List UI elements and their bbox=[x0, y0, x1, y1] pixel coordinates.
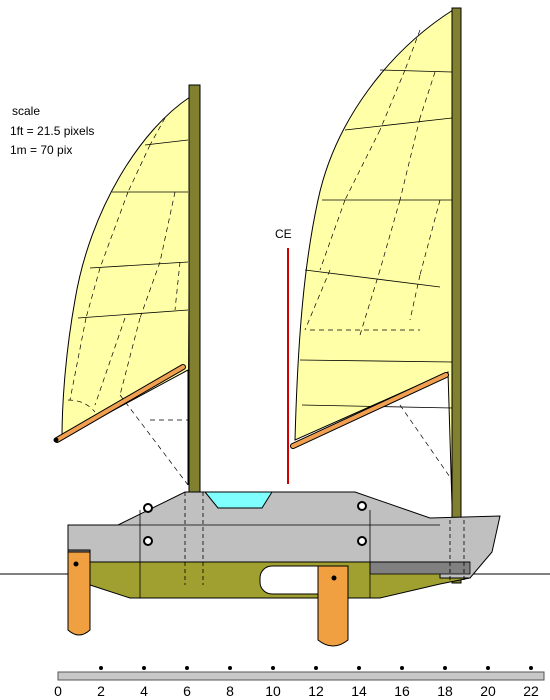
main-mast bbox=[451, 7, 462, 584]
ruler-label-10: 10 bbox=[265, 683, 281, 699]
ruler-label-20: 20 bbox=[480, 683, 496, 699]
hull-band bbox=[369, 561, 471, 575]
ruler-dot-4 bbox=[142, 666, 146, 670]
ruler-dot-12 bbox=[314, 666, 318, 670]
ruler-label-2: 2 bbox=[97, 683, 105, 699]
ruler-dot-2 bbox=[99, 666, 103, 670]
ce-label: CE bbox=[275, 227, 292, 241]
ruler-dot-18 bbox=[443, 666, 447, 670]
ruler-label-16: 16 bbox=[394, 683, 410, 699]
ruler-label-14: 14 bbox=[351, 683, 367, 699]
ruler-dot-14 bbox=[357, 666, 361, 670]
centerboard bbox=[317, 565, 349, 647]
fore-sail-battens bbox=[77, 139, 189, 319]
ruler-dot-6 bbox=[185, 666, 189, 670]
fore-sail-seams bbox=[67, 117, 189, 486]
scale-heading: scale bbox=[12, 104, 41, 118]
ruler-label-0: 0 bbox=[54, 683, 62, 699]
scale-imperial: 1ft = 21.5 pixels bbox=[10, 124, 95, 138]
ruler-dot-22 bbox=[529, 666, 533, 670]
ruler-label-4: 4 bbox=[140, 683, 148, 699]
ruler-dot-20 bbox=[486, 666, 490, 670]
ruler-tick-labels: 0 2 4 6 8 10 12 14 16 18 20 22 bbox=[54, 683, 539, 699]
ruler-label-12: 12 bbox=[308, 683, 324, 699]
ruler-label-18: 18 bbox=[437, 683, 453, 699]
main-sail bbox=[294, 9, 454, 506]
scale-metric: 1m = 70 pix bbox=[10, 143, 73, 157]
ruler-label-8: 8 bbox=[226, 683, 234, 699]
ruler-markers bbox=[99, 666, 533, 670]
ruler-label-22: 22 bbox=[523, 683, 539, 699]
rudder-aft bbox=[67, 551, 91, 636]
fore-sail bbox=[61, 96, 191, 486]
scale-ruler bbox=[57, 671, 545, 681]
ruler-label-6: 6 bbox=[183, 683, 191, 699]
hatch bbox=[203, 491, 273, 509]
ruler-dot-10 bbox=[271, 666, 275, 670]
cleats bbox=[143, 501, 367, 546]
ruler-dot-8 bbox=[228, 666, 232, 670]
main-sail-seams bbox=[304, 29, 453, 481]
ruler-dot-16 bbox=[400, 666, 404, 670]
